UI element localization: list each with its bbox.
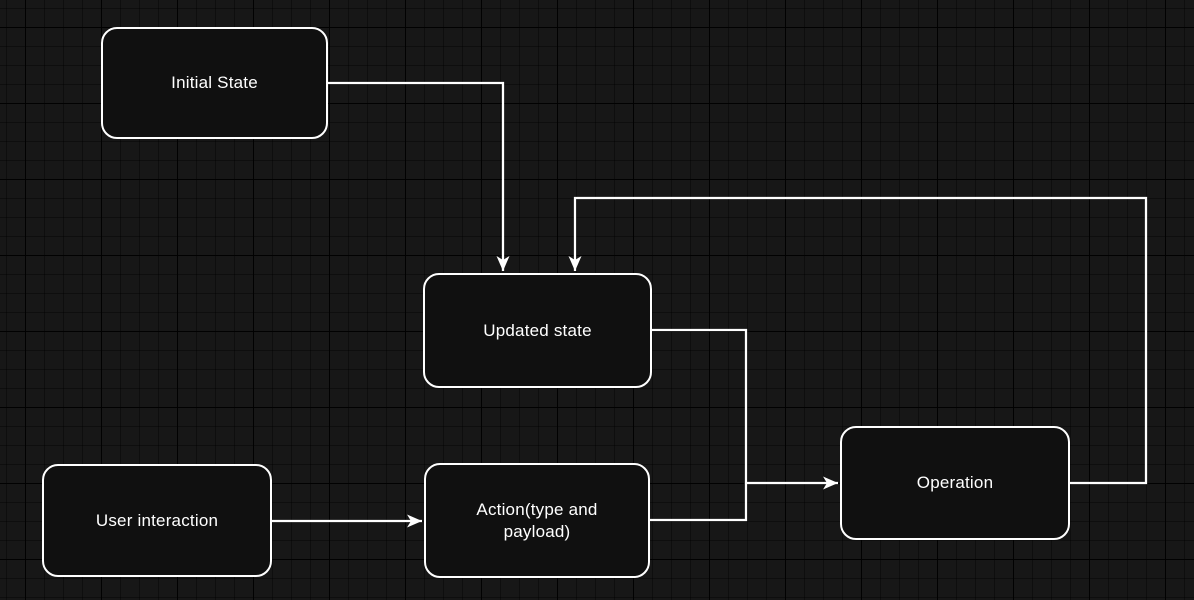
node-updated-state-label: Updated state [483, 320, 592, 340]
edge-operation-to-updated-state[interactable] [568, 196, 1148, 485]
node-updated-state[interactable]: Updated state [423, 273, 652, 388]
edge-initial-state-to-updated-state[interactable] [328, 81, 510, 271]
node-operation-label: Operation [916, 473, 994, 493]
node-initial-state-label: Initial State [171, 73, 258, 93]
node-action[interactable]: Action(type and payload) [424, 463, 650, 578]
node-user-interaction[interactable]: User interaction [42, 464, 272, 577]
node-operation[interactable]: Operation [840, 426, 1070, 540]
node-user-interaction-label: User interaction [95, 510, 219, 530]
node-initial-state[interactable]: Initial State [101, 27, 328, 139]
edge-updated-state-to-operation[interactable] [652, 328, 838, 490]
edge-action-to-operation-junction[interactable] [650, 483, 748, 522]
node-action-label: Action(type and payload) [476, 500, 598, 541]
